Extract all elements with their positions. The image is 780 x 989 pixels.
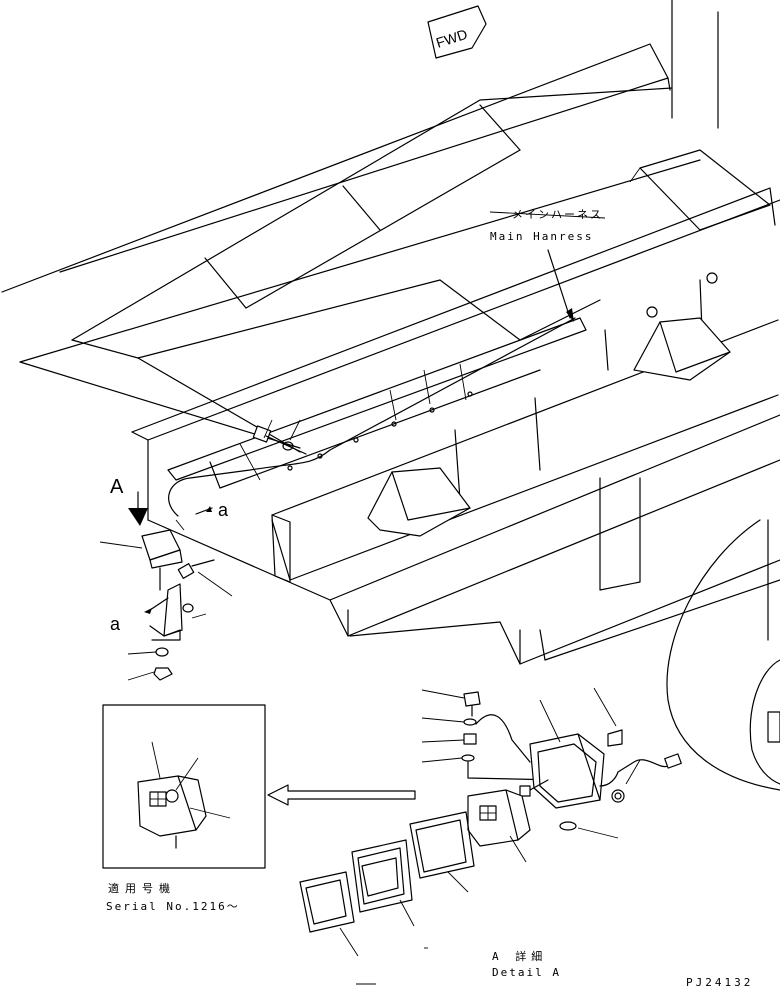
inset-view bbox=[102, 704, 266, 869]
harness-label-en: Main Hanress bbox=[490, 230, 594, 243]
serial-label-jp: 適用号機 bbox=[108, 882, 176, 895]
lamp-assembly bbox=[99, 491, 233, 681]
view-arrow-icon bbox=[128, 508, 148, 526]
detail-label-jp: A 詳細 bbox=[492, 950, 548, 963]
cab-edge bbox=[671, 0, 719, 129]
frame-rail bbox=[131, 187, 780, 665]
connector-a-label-right: a bbox=[218, 500, 229, 520]
hinge-bracket bbox=[367, 272, 731, 537]
bolt-icon bbox=[252, 419, 307, 455]
detail-label-en: Detail A bbox=[492, 966, 561, 979]
drawing-number: PJ24132 bbox=[686, 976, 754, 989]
harness-bracket bbox=[167, 317, 587, 489]
serial-label-en: Serial No.1216～ bbox=[106, 900, 240, 913]
connector-a-label-left: a bbox=[110, 614, 121, 634]
fwd-arrow-icon: FWD bbox=[427, 5, 487, 59]
view-marker-label: A bbox=[110, 476, 124, 498]
dump-body bbox=[1, 43, 771, 453]
detail-a-parts bbox=[299, 687, 682, 985]
wheel bbox=[666, 519, 780, 791]
harness-label-jp: メインハーネス bbox=[512, 208, 603, 221]
main-harness-wire bbox=[168, 211, 606, 517]
reference-arrow-icon bbox=[267, 784, 416, 806]
